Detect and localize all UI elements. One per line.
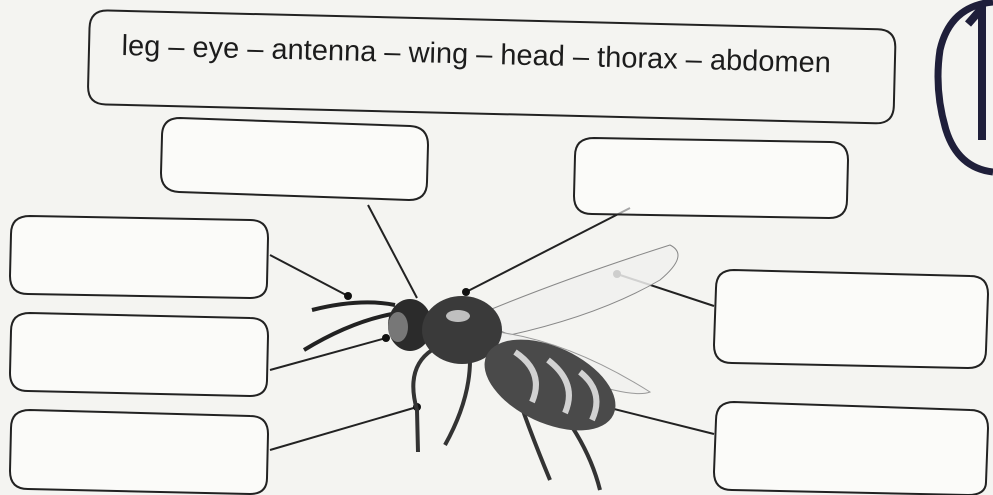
answer-box-right-1[interactable] <box>714 270 988 368</box>
answer-box-left-2[interactable] <box>10 313 268 396</box>
answer-box-left-3[interactable] <box>10 410 268 494</box>
answer-box-top-right[interactable] <box>574 138 848 218</box>
answer-box-right-2[interactable] <box>714 402 988 495</box>
answer-box-top-left[interactable] <box>161 118 428 200</box>
answer-box-left-1[interactable] <box>10 216 268 298</box>
